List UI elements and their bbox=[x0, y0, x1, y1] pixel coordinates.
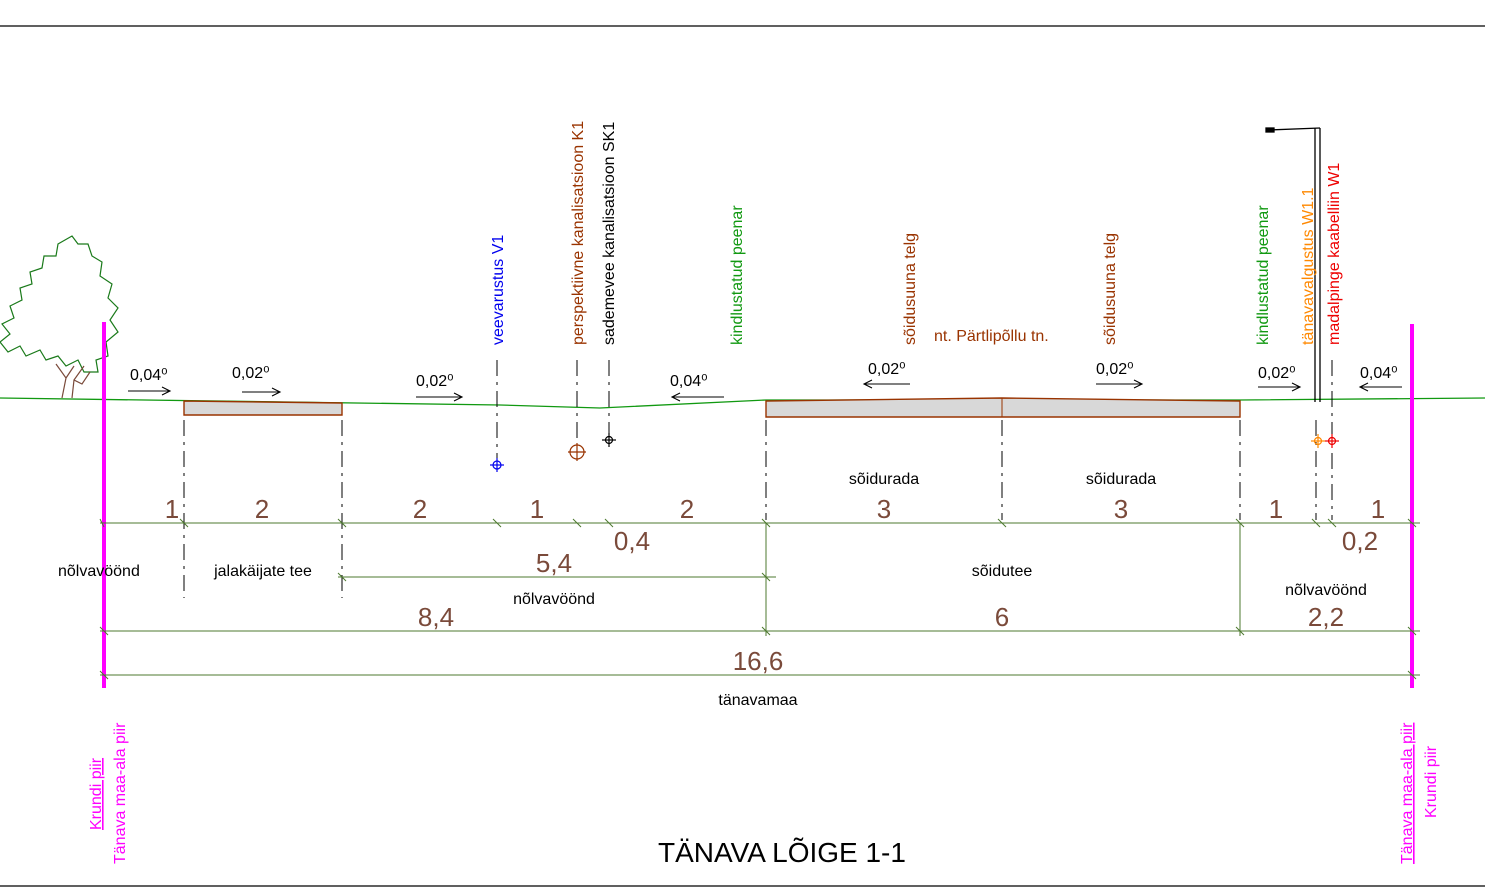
utility-label-shoulder-right: kindlustatud peenar bbox=[1255, 205, 1272, 345]
total-mid: 6 bbox=[995, 602, 1009, 632]
utility-label-light: tänavavalgustus W1.1 bbox=[1300, 187, 1317, 345]
dimension-overall-lines bbox=[99, 670, 1420, 680]
street-light-icon bbox=[1265, 127, 1321, 402]
chainage-lines bbox=[183, 360, 1333, 598]
slope-label-1: 0,04⁰ bbox=[130, 367, 168, 384]
utility-label-storm: sademevee kanalisatsioon SK1 bbox=[601, 122, 618, 345]
sewer-pipe-icon bbox=[568, 443, 586, 461]
slope-label-8: 0,04⁰ bbox=[1360, 365, 1398, 382]
slope-label-5: 0,02⁰ bbox=[868, 361, 906, 378]
slope-label-6: 0,02⁰ bbox=[1096, 361, 1134, 378]
boundary-label-left-plot: Krundi piir bbox=[88, 757, 105, 830]
tree-icon bbox=[0, 235, 119, 399]
zone-footway: jalakäijate tee bbox=[213, 563, 312, 580]
axis-label-right: sõidusuuna telg bbox=[1102, 233, 1119, 345]
slope-arrows bbox=[128, 379, 1402, 402]
water-pipe-icon bbox=[490, 458, 504, 472]
footway-paving bbox=[183, 400, 343, 416]
dimension-row-1-lines bbox=[99, 518, 1420, 528]
segment-3: 2 bbox=[413, 494, 427, 524]
overall-label: tänavamaa bbox=[718, 692, 797, 709]
total-right: 2,2 bbox=[1308, 602, 1344, 632]
slope-label-4: 0,04⁰ bbox=[670, 373, 708, 390]
boundary-label-right-plot: Krundi piir bbox=[1423, 745, 1440, 818]
zone-carriageway: sõidutee bbox=[972, 563, 1033, 580]
ground-line bbox=[0, 397, 1485, 409]
zone-slope-mid: nõlvavöönd bbox=[513, 591, 595, 608]
storm-pipe-icon bbox=[602, 433, 616, 447]
zone-slope-left: nõlvavöönd bbox=[58, 563, 140, 580]
segment-4: 1 bbox=[530, 494, 544, 524]
segment-2: 2 bbox=[255, 494, 269, 524]
power-cable-icon bbox=[1325, 434, 1339, 448]
zone-slope-right: nõlvavöönd bbox=[1285, 582, 1367, 599]
segment-6: 3 bbox=[877, 494, 891, 524]
boundary-label-right-street: Tänava maa-ala piir bbox=[1399, 722, 1416, 864]
dimension-row-totals-lines bbox=[99, 523, 1420, 636]
utility-label-cable: madalpinge kaabelliin W1 bbox=[1326, 163, 1343, 345]
axis-label-left: sõidusuuna telg bbox=[902, 233, 919, 345]
slope-label-2: 0,02⁰ bbox=[232, 365, 270, 382]
carriageway-paving bbox=[765, 397, 1241, 418]
street-name: nt. Pärtlipõllu tn. bbox=[934, 328, 1049, 345]
segment-5: 2 bbox=[680, 494, 694, 524]
segment-8: 1 bbox=[1269, 494, 1283, 524]
light-cable-icon bbox=[1311, 434, 1325, 448]
slope-label-3: 0,02⁰ bbox=[416, 373, 454, 390]
utility-label-sewer: perspektiivne kanalisatsioon K1 bbox=[570, 121, 587, 345]
segment-7: 3 bbox=[1114, 494, 1128, 524]
total-left: 8,4 bbox=[418, 602, 454, 632]
zone-mid-value: 5,4 bbox=[536, 548, 572, 578]
utility-label-water: veevarustus V1 bbox=[490, 235, 507, 345]
segment-1: 1 bbox=[165, 494, 179, 524]
utility-label-shoulder-left: kindlustatud peenar bbox=[729, 205, 746, 345]
overall-value: 16,6 bbox=[733, 646, 784, 676]
slope-label-7: 0,02⁰ bbox=[1258, 365, 1296, 382]
segment-9: 1 bbox=[1371, 494, 1385, 524]
lane-label-left: sõidurada bbox=[849, 471, 919, 488]
boundary-label-left-street: Tänava maa-ala piir bbox=[112, 722, 129, 864]
lane-label-right: sõidurada bbox=[1086, 471, 1156, 488]
small-dim-0-2: 0,2 bbox=[1342, 526, 1378, 556]
small-dim-0-4: 0,4 bbox=[614, 526, 650, 556]
drawing-title: TÄNAVA LÕIGE 1-1 bbox=[658, 837, 906, 868]
